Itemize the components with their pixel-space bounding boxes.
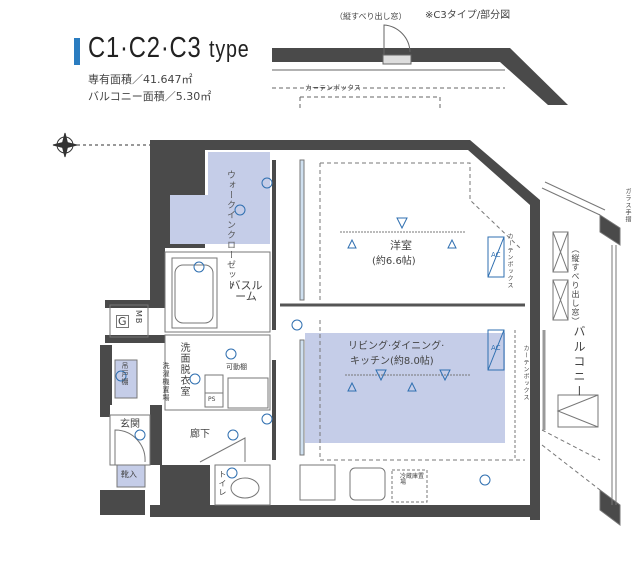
balcony-area: バルコニー面積／5.30㎡ (88, 90, 212, 103)
walk-in-closet-label: ウォークインクローゼット (225, 170, 235, 290)
meter-box-label: MB (134, 310, 143, 325)
hanging-cabinet-label: 吊戸棚 (121, 362, 129, 386)
balcony-label: バルコニー (572, 325, 586, 400)
walk-in-closet-area (208, 152, 270, 244)
curtain-box-label-1: カーテンボックス (506, 233, 513, 289)
ldk-label-line1: リビング·ダイニング· (348, 341, 445, 352)
ac-label-bedroom: AC (491, 251, 501, 259)
gas-meter-label: G (116, 315, 129, 328)
ac-units (487, 236, 505, 371)
partial-view-c3 (272, 24, 568, 110)
curtain-box-label-2: カーテンボックス (522, 345, 529, 401)
western-room-size: (約6.6帖) (372, 256, 416, 267)
exclusive-area: 専有面積／41.647㎡ (88, 73, 193, 86)
hallway-label: 廊下 (190, 429, 210, 440)
balcony (541, 181, 621, 526)
north-compass-icon (52, 132, 150, 158)
page-title: C1·C2·C3 type (88, 34, 250, 63)
light-fixtures (115, 177, 491, 486)
partial-curtain-box: カーテンボックス (305, 84, 361, 92)
ldk-label-line2: キッチン(約8.0帖) (350, 356, 434, 367)
movable-shelf-label: 可動棚 (226, 363, 247, 371)
walk-in-closet-area-2 (170, 195, 210, 244)
title-accent-bar (74, 38, 80, 65)
ps-label: PS (208, 396, 216, 403)
ldk-area (305, 333, 505, 443)
bath-label: バスルーム (229, 279, 263, 303)
washroom-label: 洗面脱衣室 (178, 342, 189, 397)
partial-view-note: ※C3タイプ/部分図 (425, 10, 511, 21)
ac-label-ldk: AC (491, 344, 501, 352)
shoe-box-label: 靴入 (121, 470, 137, 479)
toilet-label: トイレ (218, 470, 227, 497)
hanging-cabinet-area (114, 359, 138, 399)
walls (100, 140, 540, 520)
western-room-label: 洋室 (390, 239, 412, 252)
title-main: C1·C2·C3 (88, 32, 202, 64)
glass-railing-label: ガラス手摺 (624, 188, 631, 223)
interior-partitions (109, 159, 525, 506)
title-suffix: type (209, 36, 250, 63)
partial-window-label: （縦すべり出し窓） (335, 12, 407, 21)
washer-space-label: 洗濯機置場 (162, 362, 170, 402)
window-label: （縦すべり出し窓） (571, 245, 580, 326)
fridge-space-label: 冷蔵庫置場 (400, 473, 425, 486)
entrance-label: 玄関 (120, 419, 140, 430)
